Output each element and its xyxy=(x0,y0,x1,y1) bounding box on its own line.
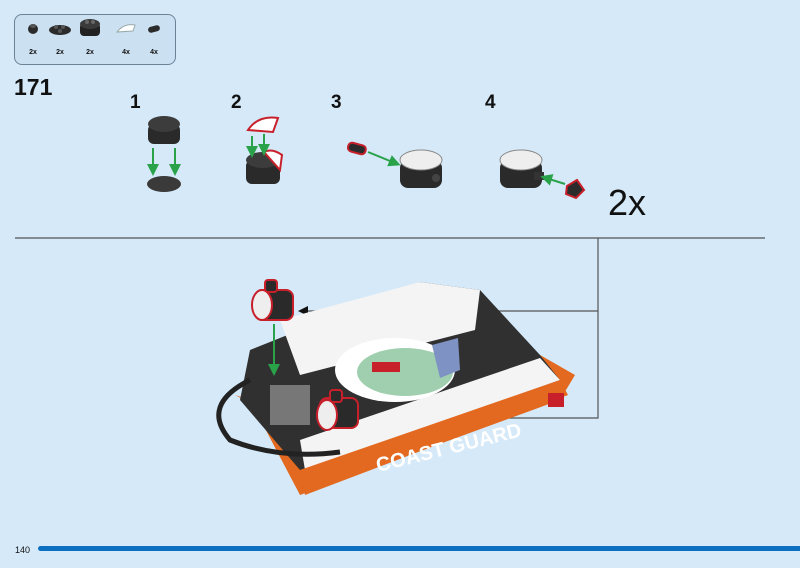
part-round-plate-small-icon xyxy=(20,21,46,35)
part-round-plate-2x2-icon xyxy=(47,21,73,35)
part-qty: 2x xyxy=(86,49,94,56)
page-footer-bar xyxy=(38,546,800,551)
substep-1-number: 1 xyxy=(130,92,141,113)
part-round-brick-2x2-icon xyxy=(77,17,103,39)
page-number: 140 xyxy=(15,545,31,555)
lamp-assembly-front xyxy=(316,389,359,431)
substep-3-illustration xyxy=(346,141,443,188)
lamp-assembly-top xyxy=(251,279,294,321)
substep-4-illustration xyxy=(499,149,586,200)
step-number: 171 xyxy=(14,74,53,100)
substep-3-number: 3 xyxy=(331,92,342,113)
substep-2-number: 2 xyxy=(231,92,242,113)
substep-2-illustration xyxy=(246,116,284,184)
part-quarter-tile-icon xyxy=(113,21,139,35)
parts-list-callout: 2x 2x 2x 4x 4x xyxy=(14,14,176,65)
substep-4-number: 4 xyxy=(485,92,496,113)
part-qty: 4x xyxy=(122,49,130,56)
substep-1-illustration xyxy=(147,116,181,192)
part-qty: 2x xyxy=(29,49,37,56)
part-qty: 2x xyxy=(56,49,64,56)
part-qty: 4x xyxy=(150,49,158,56)
repeat-multiplier: 2x xyxy=(608,182,647,223)
part-bar-pin-icon xyxy=(141,21,167,35)
coast-guard-boat-model: COAST GUARD xyxy=(216,279,575,495)
